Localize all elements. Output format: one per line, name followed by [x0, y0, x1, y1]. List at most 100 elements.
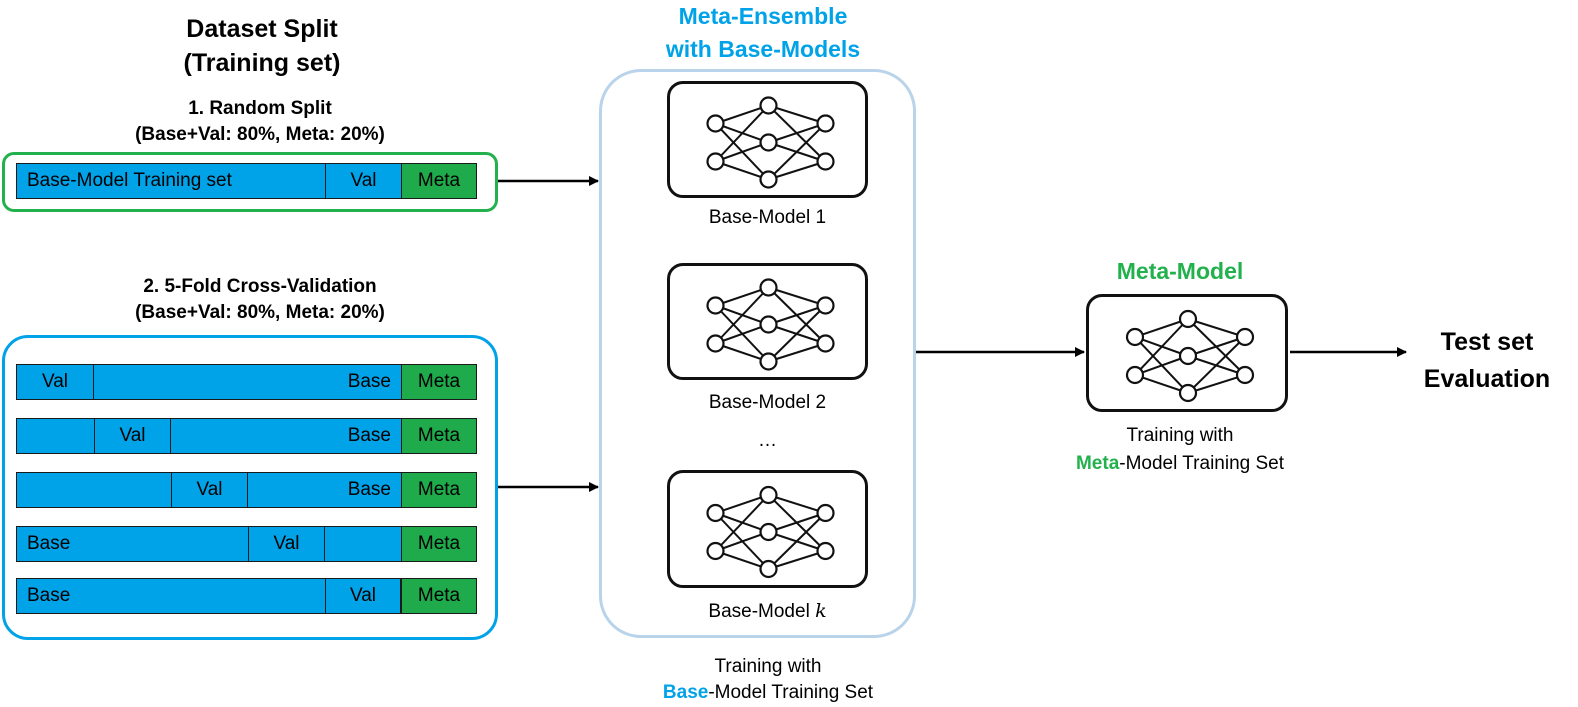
base-segment: Base	[17, 527, 248, 561]
base-label: Base	[347, 425, 391, 446]
meta-label: Meta	[417, 425, 461, 446]
meta-model-caption-highlight: Meta	[1075, 453, 1120, 474]
base-segment: Base	[17, 579, 325, 613]
neural-network-icon	[706, 485, 835, 579]
val-segment: Val	[17, 365, 94, 399]
base-label: Base	[347, 479, 391, 500]
base-model-training-segment: Base-Model Training set	[17, 164, 325, 198]
fold-bar: Base Val Meta	[16, 578, 477, 614]
base-model-k-label: Base-Model k	[667, 600, 868, 623]
evaluation-label: Test set Evaluation	[1412, 324, 1562, 398]
random-split-heading: 1. Random Split (Base+Val: 80%, Meta: 20…	[60, 96, 460, 148]
neuron-node	[816, 334, 835, 353]
evaluation-line1: Test set	[1440, 328, 1534, 356]
fold-bar: Val Base Meta	[16, 364, 477, 400]
neuron-node	[816, 152, 835, 171]
meta-segment: Meta	[401, 579, 476, 613]
val-segment: Val	[248, 527, 325, 561]
base-model-k-box	[667, 470, 868, 588]
neuron-node	[759, 170, 778, 189]
fold-bar: Val Base Meta	[16, 418, 477, 454]
neuron-node	[816, 296, 835, 315]
neuron-node	[759, 96, 778, 115]
fold-bar: Base Val Meta	[16, 526, 477, 562]
base-model-k-symbol: k	[815, 600, 827, 622]
meta-label: Meta	[417, 533, 461, 554]
ellipsis: …	[758, 430, 777, 451]
split-title-line2: (Training set)	[183, 49, 341, 77]
ensemble-title-line1: Meta-Ensemble	[678, 3, 848, 29]
neuron-node	[1178, 309, 1198, 329]
meta-label: Meta	[417, 170, 461, 191]
neuron-node	[706, 152, 725, 171]
neural-network-icon	[706, 278, 835, 371]
val-label: Val	[273, 533, 300, 554]
neuron-node	[816, 503, 835, 523]
neuron-node	[706, 503, 725, 523]
split-title: Dataset Split (Training set)	[162, 12, 362, 80]
neuron-node	[759, 133, 778, 152]
val-label: Val	[119, 425, 146, 446]
base-segment: Base	[248, 473, 401, 507]
ensemble-caption-line1: Training with	[714, 656, 822, 677]
neuron-node	[706, 114, 725, 133]
base-label: Base	[27, 533, 71, 554]
neuron-node	[759, 559, 778, 579]
meta-model-caption-line1: Training with	[1126, 425, 1234, 446]
meta-model-caption-line2: Meta-Model Training Set	[1030, 450, 1330, 478]
base-segment: Base	[171, 419, 401, 453]
meta-segment: Meta	[401, 164, 476, 198]
neural-network-icon	[1125, 309, 1255, 403]
random-split-bar: Base-Model Training set Val Meta	[16, 163, 477, 199]
neuron-node	[759, 522, 778, 542]
random-split-title: 1. Random Split	[188, 98, 332, 119]
neuron-node	[1235, 327, 1255, 347]
base-label: Base	[27, 585, 71, 606]
neuron-node	[1125, 365, 1145, 385]
val-label: Val	[41, 371, 69, 392]
neuron-node	[1178, 383, 1198, 403]
ensemble-caption-highlight: Base	[662, 682, 709, 703]
neuron-node	[706, 541, 725, 561]
ensemble-frame	[599, 69, 916, 638]
base-model-1-label: Base-Model 1	[708, 207, 827, 228]
cv-frame	[2, 335, 498, 640]
meta-model-caption: Training with Meta-Model Training Set	[1030, 422, 1330, 478]
val-label: Val	[196, 479, 223, 500]
split-title-line1: Dataset Split	[186, 15, 338, 43]
neuron-node	[706, 334, 725, 353]
base-model-2-box	[667, 263, 868, 380]
meta-label: Meta	[417, 479, 461, 500]
ensemble-caption-line2: Base-Model Training Set	[618, 680, 918, 706]
cv-title: 2. 5-Fold Cross-Validation	[143, 276, 377, 297]
neuron-node	[1125, 327, 1145, 347]
base-segment: Base	[94, 365, 401, 399]
base-model-training-label: Base-Model Training set	[27, 170, 232, 191]
evaluation-line2: Evaluation	[1423, 365, 1551, 393]
meta-segment: Meta	[401, 527, 476, 561]
ensemble-caption: Training with Base-Model Training Set	[618, 654, 918, 706]
base-model-k-prefix: Base-Model	[708, 601, 816, 622]
meta-model-box	[1086, 294, 1288, 412]
meta-label: Meta	[417, 585, 461, 606]
neuron-node	[759, 352, 778, 371]
val-label: Val	[350, 170, 377, 191]
val-segment: Val	[325, 579, 401, 613]
neuron-node	[759, 278, 778, 297]
ensemble-title-line2: with Base-Models	[665, 36, 861, 62]
neuron-node	[706, 296, 725, 315]
ensemble-title: Meta-Ensemble with Base-Models	[608, 0, 918, 66]
val-segment: Val	[171, 473, 248, 507]
neural-network-icon	[706, 96, 835, 189]
ensemble-caption-rest: -Model Training Set	[708, 682, 874, 703]
neuron-node	[816, 114, 835, 133]
fold-bar: Val Base Meta	[16, 472, 477, 508]
meta-model-caption-rest: -Model Training Set	[1119, 453, 1285, 474]
val-segment: Val	[94, 419, 171, 453]
base-model-1-box	[667, 81, 868, 198]
neuron-node	[759, 485, 778, 505]
random-split-subtitle: (Base+Val: 80%, Meta: 20%)	[135, 124, 385, 145]
cv-subtitle: (Base+Val: 80%, Meta: 20%)	[135, 302, 385, 323]
cv-heading: 2. 5-Fold Cross-Validation (Base+Val: 80…	[60, 274, 460, 326]
